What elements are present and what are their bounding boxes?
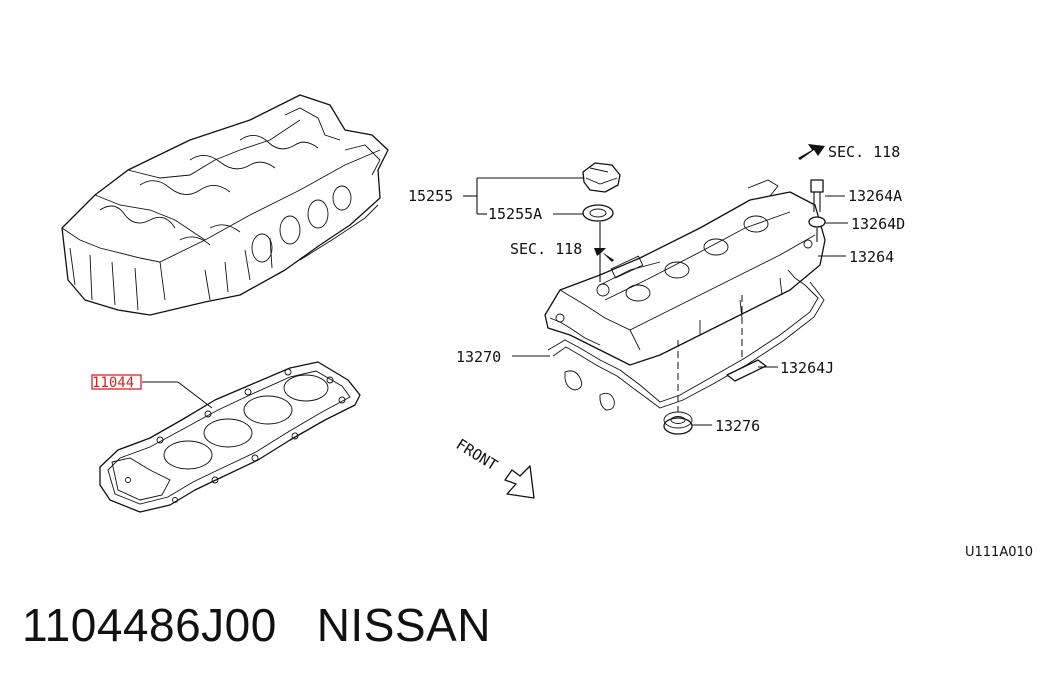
highlight-box-11044 (91, 374, 142, 390)
label-13270: 13270 (456, 348, 501, 366)
cylinder-head-illustration (61, 94, 389, 316)
label-13276: 13276 (715, 417, 760, 435)
label-13264d: 13264D (851, 215, 905, 233)
label-sec-118-top: SEC. 118 (828, 143, 900, 161)
filler-cap-gasket-illustration (582, 204, 614, 222)
head-gasket-illustration (99, 361, 361, 513)
part-number: 1104486J00 (22, 599, 277, 651)
front-direction-indicator: FRONT (453, 435, 535, 499)
brand-name: NISSAN (316, 599, 491, 651)
front-label: FRONT (453, 435, 501, 474)
washer-illustration (808, 216, 826, 228)
oil-filler-cap-illustration (582, 162, 621, 193)
bolt-illustration (810, 179, 824, 212)
leader-lines (142, 177, 848, 426)
label-15255: 15255 (408, 187, 453, 205)
caption: 1104486J00 NISSAN (22, 598, 491, 652)
valve-cover-illustration (544, 179, 826, 366)
label-sec-118-mid: SEC. 118 (510, 240, 582, 258)
label-15255a: 15255A (488, 205, 542, 223)
label-13264j: 13264J (780, 359, 834, 377)
front-arrow-icon (504, 465, 535, 499)
grommet-illustration (663, 411, 693, 435)
label-plate-illustration (726, 359, 767, 382)
valve-cover-gasket-illustration (547, 269, 825, 411)
figure-code: U111A010 (965, 545, 1034, 560)
label-13264: 13264 (849, 248, 894, 266)
label-13264a: 13264A (848, 187, 902, 205)
sec-118-arrow-mid (594, 248, 614, 262)
sec-118-arrow-top (798, 144, 825, 160)
label-11044[interactable]: 11044 (92, 375, 134, 391)
